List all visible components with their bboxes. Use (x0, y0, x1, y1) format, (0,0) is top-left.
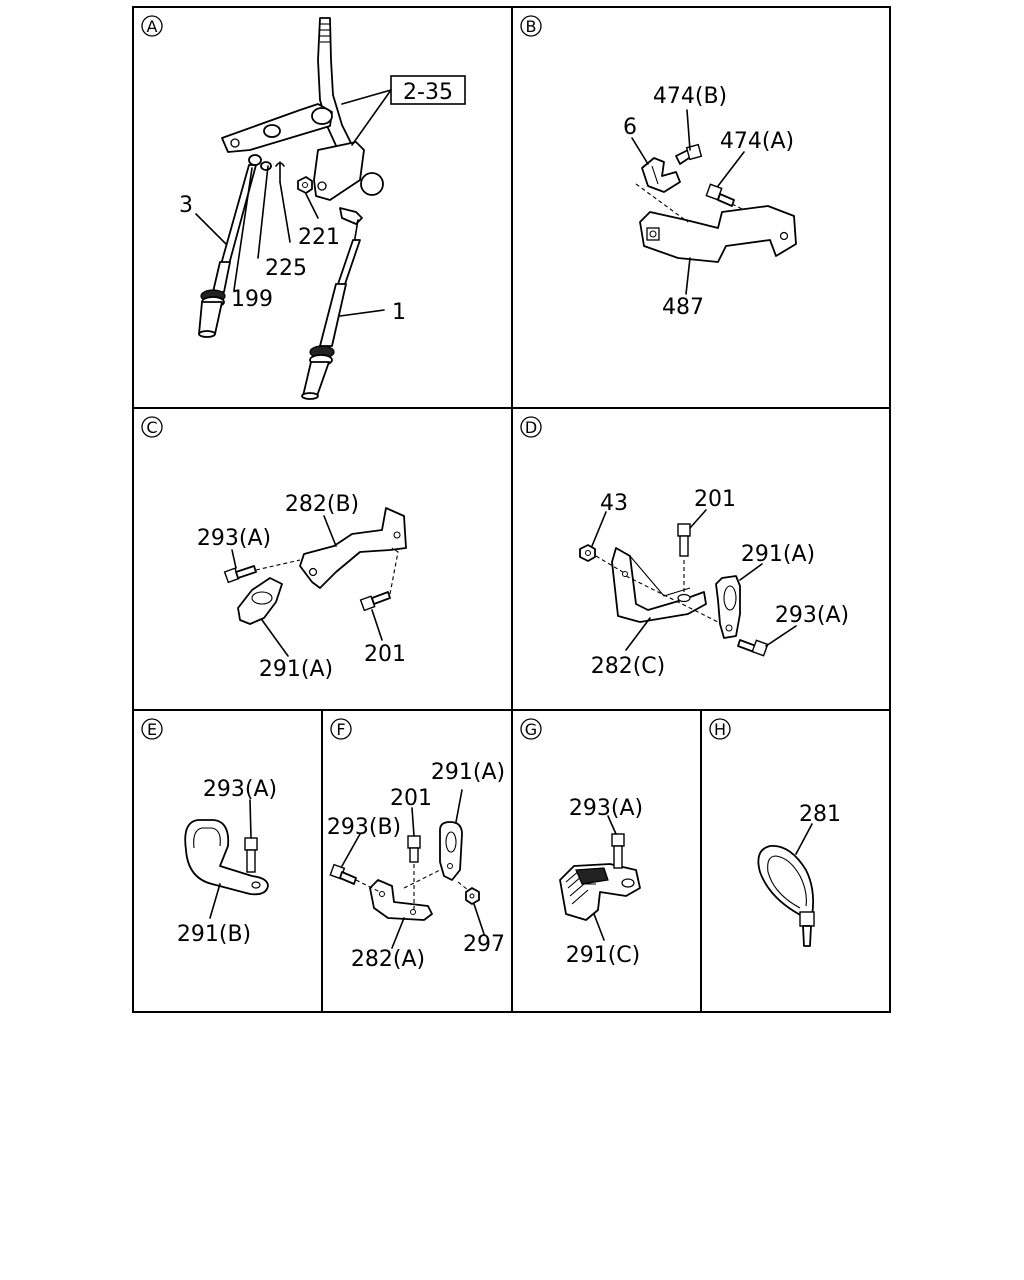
label-282a: 282(A) (351, 947, 425, 972)
label-2-35: 2-35 (403, 80, 453, 105)
panel-g-drawing (559, 815, 641, 941)
label-291b: 291(B) (177, 922, 251, 947)
label-282b: 282(B) (285, 492, 359, 517)
panel-marker-g: G (520, 718, 542, 740)
svg-text:C: C (146, 418, 157, 437)
label-293b: 293(B) (327, 815, 401, 840)
label-293a: 293(A) (197, 526, 271, 551)
label-1: 1 (392, 300, 406, 325)
svg-text:D: D (525, 418, 537, 437)
svg-text:F: F (336, 720, 345, 739)
label-293a: 293(A) (203, 777, 277, 802)
panel-marker-e: E (141, 718, 163, 740)
svg-text:E: E (147, 720, 157, 739)
label-3: 3 (179, 193, 193, 218)
label-201: 201 (694, 487, 736, 512)
panel-marker-h: H (709, 718, 731, 740)
panel-c-drawing (223, 507, 407, 657)
label-201: 201 (390, 786, 432, 811)
label-474b: 474(B) (653, 84, 727, 109)
panel-marker-d: D (520, 416, 542, 438)
panel-a-drawing (195, 17, 466, 400)
label-291a: 291(A) (259, 657, 333, 682)
label-291a: 291(A) (431, 760, 505, 785)
svg-text:A: A (147, 17, 158, 36)
label-201: 201 (364, 642, 406, 667)
panel-e-drawing (184, 799, 269, 919)
label-291c: 291(C) (566, 943, 641, 968)
reference-box (390, 75, 466, 105)
label-199: 199 (231, 287, 273, 312)
panel-grid (132, 6, 891, 1013)
panel-marker-a: A (141, 15, 163, 37)
panel-marker-c: C (141, 416, 163, 438)
svg-text:H: H (714, 720, 726, 739)
label-487: 487 (662, 295, 704, 320)
panel-b-drawing (631, 109, 797, 295)
label-293a: 293(A) (775, 603, 849, 628)
label-291a: 291(A) (741, 542, 815, 567)
label-297: 297 (463, 932, 505, 957)
label-281: 281 (799, 802, 841, 827)
label-43: 43 (600, 491, 628, 516)
svg-text:B: B (526, 17, 537, 36)
label-6: 6 (623, 115, 637, 140)
panel-marker-f: F (330, 718, 352, 740)
label-282c: 282(C) (591, 654, 666, 679)
panel-h-drawing (757, 823, 815, 947)
label-221: 221 (298, 225, 340, 250)
svg-text:G: G (525, 720, 537, 739)
panel-f-drawing (329, 789, 485, 949)
label-225: 225 (265, 256, 307, 281)
label-474a: 474(A) (720, 129, 794, 154)
panel-marker-b: B (520, 15, 542, 37)
panel-d-drawing (579, 509, 797, 657)
label-293a: 293(A) (569, 796, 643, 821)
